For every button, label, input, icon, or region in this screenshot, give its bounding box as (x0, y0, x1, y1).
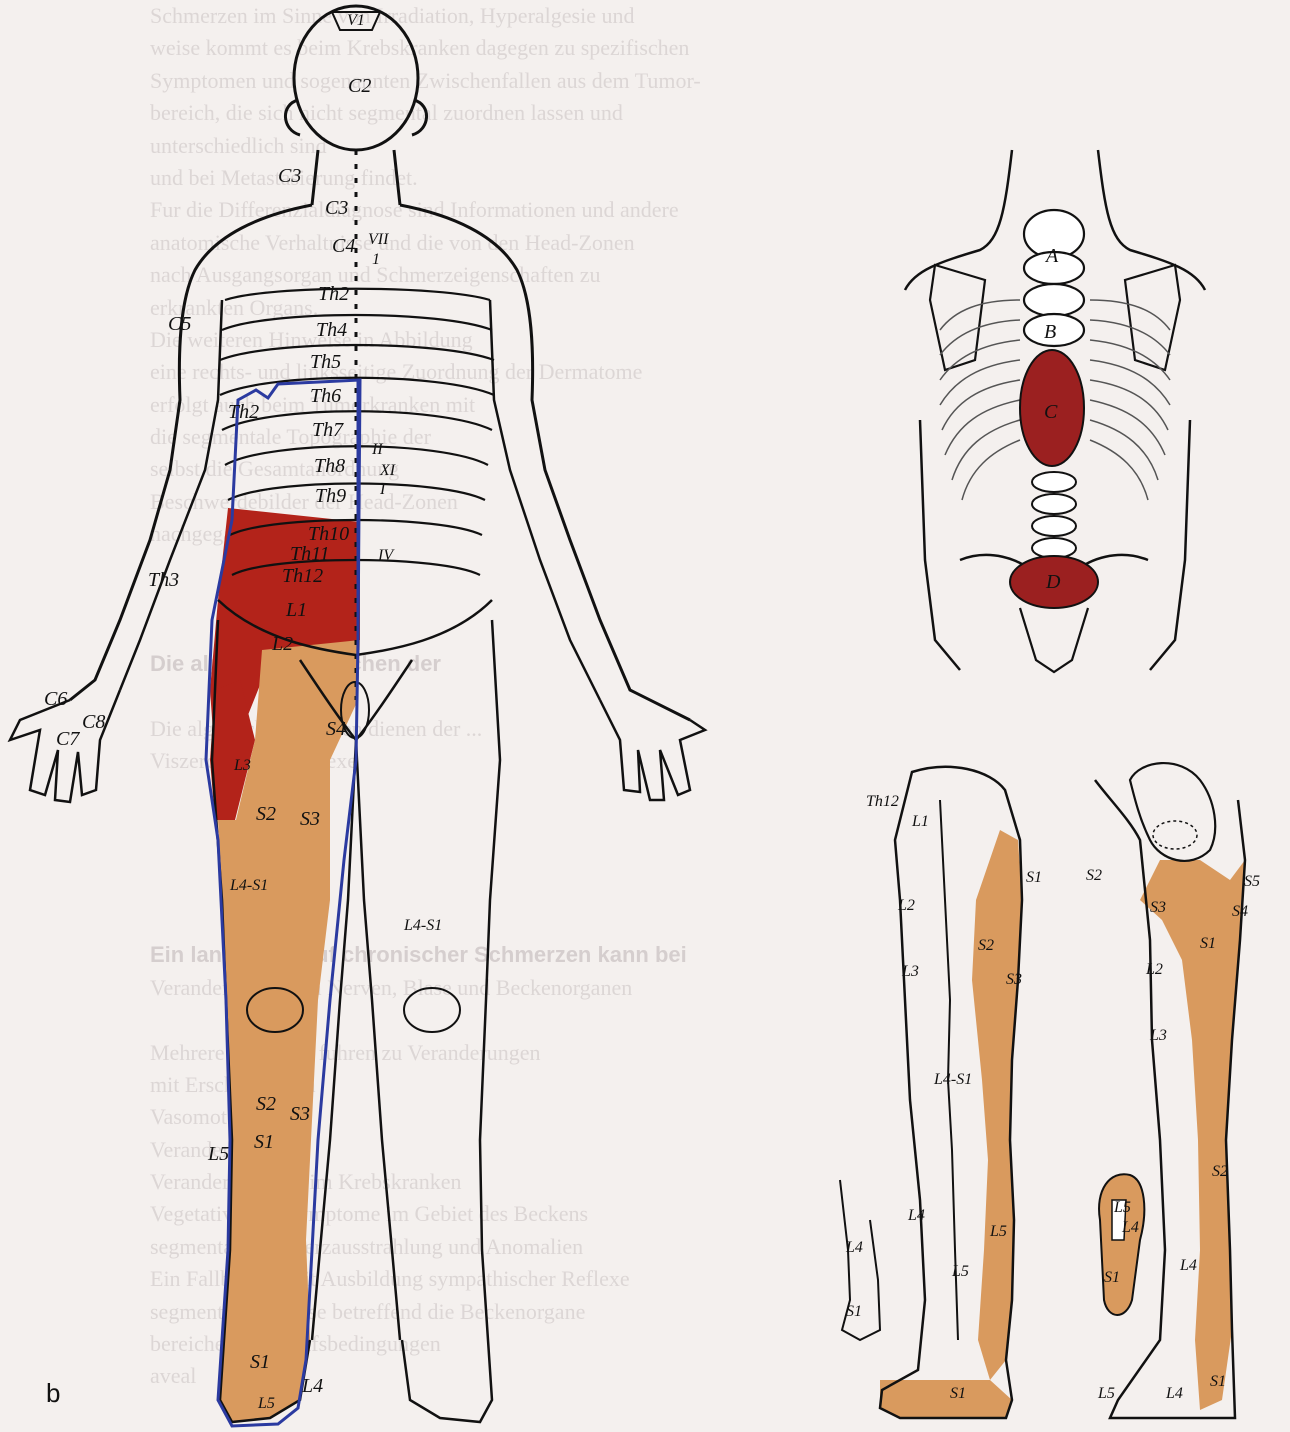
label-body: S2 (256, 1093, 276, 1115)
label-body: L1 (285, 599, 307, 621)
label-body: S1 (254, 1131, 274, 1153)
label-body: VII (368, 231, 389, 248)
label-leg-side: L2 (897, 897, 915, 914)
label-body: L2 (271, 633, 293, 655)
label-body: C4 (332, 235, 355, 257)
label-body: C8 (82, 711, 105, 733)
label-leg-back: L5 (1097, 1385, 1115, 1402)
label-leg-back: L4 (1121, 1219, 1139, 1236)
label-leg-side: S2 (978, 937, 994, 954)
label-body: S3 (290, 1103, 310, 1125)
label-body: L5 (257, 1395, 275, 1412)
label-leg-side: L4 (845, 1239, 863, 1256)
label-leg-side: L4-S1 (933, 1071, 972, 1088)
label-leg-side: S1 (950, 1385, 966, 1402)
label-leg-back: L4 (1179, 1257, 1197, 1274)
label-leg-back: S1 (1210, 1373, 1226, 1390)
label-leg-side: L4 (907, 1207, 925, 1224)
label-body: S3 (300, 808, 320, 830)
label-body: L4-S1 (403, 917, 442, 934)
label-body: Th6 (310, 385, 341, 407)
label-body: C7 (56, 728, 80, 750)
label-leg-back: S1 (1104, 1269, 1120, 1286)
label-leg-back: S3 (1150, 899, 1166, 916)
leg-side-view (840, 767, 1022, 1418)
label-body: C3 (278, 165, 301, 187)
label-spine: D (1045, 571, 1061, 593)
label-body: L4 (301, 1375, 323, 1397)
label-body: Th8 (314, 455, 345, 477)
label-leg-side: L5 (989, 1223, 1007, 1240)
label-body: Th4 (316, 319, 347, 341)
label-spine: B (1044, 321, 1056, 343)
label-body: C2 (348, 75, 371, 97)
label-leg-back: S5 (1244, 873, 1260, 890)
label-leg-side: S1 (846, 1303, 862, 1320)
label-spine: A (1044, 245, 1059, 267)
tan-zone-foot-side (880, 1380, 1012, 1418)
label-body: Th3 (148, 569, 179, 591)
label-leg-back: S4 (1232, 903, 1248, 920)
label-body: V1 (347, 12, 365, 29)
label-body: Th10 (308, 523, 349, 545)
label-leg-side: L5 (951, 1263, 969, 1280)
label-body: Th12 (282, 565, 323, 587)
label-body: IV (377, 547, 395, 564)
label-body: Th7 (312, 419, 344, 441)
label-body: C6 (44, 688, 67, 710)
label-body: L5 (207, 1143, 229, 1165)
label-body: L3 (233, 757, 251, 774)
label-leg-side: S1 (1026, 869, 1042, 886)
label-body: S1 (250, 1351, 270, 1373)
label-body: S4 (326, 718, 346, 740)
tan-zone-leg-side (972, 830, 1022, 1380)
label-leg-back: S1 (1200, 935, 1216, 952)
leg-back-view (1095, 763, 1245, 1418)
label-leg-side: L1 (911, 813, 929, 830)
panel-letter: b (46, 1378, 60, 1409)
body-back-view (10, 6, 705, 1426)
label-leg-side: Th12 (866, 793, 899, 810)
label-body: Th2 (228, 401, 259, 423)
label-body: Th9 (315, 485, 346, 507)
label-leg-side: L3 (901, 963, 919, 980)
label-body: Th5 (310, 351, 341, 373)
label-body: C5 (168, 313, 191, 335)
label-body: S2 (256, 803, 276, 825)
label-body: 1 (372, 251, 380, 268)
label-leg-back: S2 (1086, 867, 1102, 884)
label-body: C3 (325, 197, 348, 219)
label-leg-back: S2 (1212, 1163, 1228, 1180)
label-leg-back: L4 (1165, 1385, 1183, 1402)
label-body: I (379, 481, 386, 498)
label-leg-back: L2 (1145, 961, 1163, 978)
label-leg-back: L3 (1149, 1027, 1167, 1044)
label-leg-back: L5 (1113, 1199, 1131, 1216)
label-leg-side: S3 (1006, 971, 1022, 988)
label-body: XI (379, 462, 396, 479)
label-body: II (371, 441, 383, 458)
tan-zone-leg-back (1140, 860, 1245, 1410)
label-spine: C (1044, 401, 1058, 423)
label-body: L4-S1 (229, 877, 268, 894)
label-body: Th2 (318, 283, 349, 305)
label-body: Th11 (290, 543, 330, 565)
